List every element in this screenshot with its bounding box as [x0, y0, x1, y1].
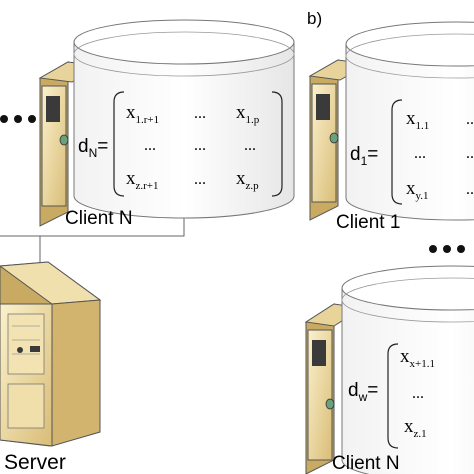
- matrix-entry: x1.r+1: [126, 102, 159, 126]
- matrix-ellipsis: ...: [144, 137, 156, 154]
- matrix-ellipsis: ...: [412, 385, 424, 402]
- server-label: Server: [4, 451, 66, 474]
- matrix-ellipsis: ...: [466, 111, 474, 128]
- matrix-ellipsis: ...: [466, 181, 474, 198]
- server-icon: [0, 261, 102, 447]
- ellipsis-dots-left: [0, 115, 36, 123]
- matrix-bracket-left: [113, 91, 125, 197]
- matrix-entry: xz.1: [404, 416, 427, 440]
- data-variable-label: dw=: [348, 380, 378, 404]
- client-label: Client 1: [336, 212, 400, 233]
- matrix-ellipsis: ...: [194, 137, 206, 154]
- matrix-entry: xx+1.1: [400, 346, 435, 370]
- matrix-entry: x1.p: [236, 102, 260, 126]
- ellipsis-dots-right: [429, 245, 465, 253]
- matrix-ellipsis: ...: [244, 137, 256, 154]
- data-variable-label: d1=: [350, 144, 378, 168]
- matrix-entry: xz.p: [236, 168, 259, 192]
- panel-b-label: b): [307, 9, 322, 28]
- matrix-entry: xz.r+1: [126, 168, 159, 192]
- matrix-bracket-left: [387, 343, 399, 449]
- matrix-entry: xy.1: [406, 178, 429, 202]
- matrix-ellipsis: ...: [194, 105, 206, 122]
- matrix-ellipsis: ...: [466, 145, 474, 162]
- client-label: Client N: [332, 453, 400, 474]
- matrix-bracket-left: [391, 99, 403, 205]
- database-cylinder-client-n-a: [73, 19, 295, 219]
- matrix-entry: x1.1: [406, 108, 429, 132]
- client-label: Client N: [65, 208, 133, 229]
- matrix-bracket-right: [271, 91, 283, 197]
- matrix-ellipsis: ...: [194, 171, 206, 188]
- data-variable-label: dN=: [78, 136, 108, 160]
- matrix-ellipsis: ...: [414, 145, 426, 162]
- database-cylinder-client-1-b: [345, 21, 474, 221]
- database-cylinder-client-n-b: [341, 265, 474, 474]
